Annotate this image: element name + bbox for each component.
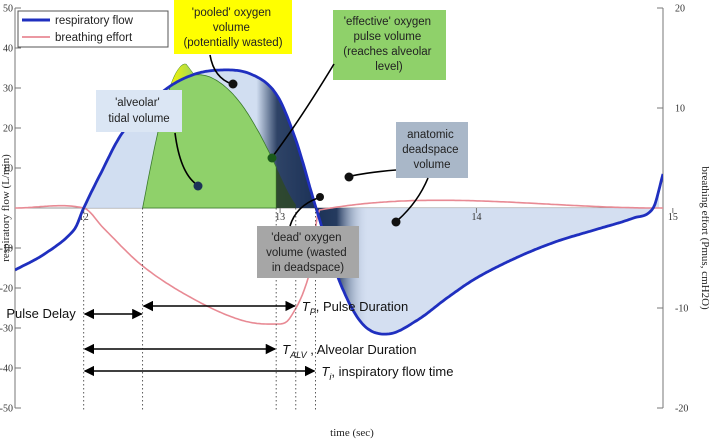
annotation-pooled-box [174,0,292,54]
y-tick-label: 10 [3,164,13,175]
legend-label-effort: breathing effort [55,32,133,44]
annotation-effective-text: 'effective' oxygen pulse volume (reaches… [343,16,434,73]
annotation-deadspace-dot-2 [391,217,401,227]
annotation-pooled-dot [228,79,238,89]
annotation-deadspace-dot-1 [344,172,354,182]
series-respiratory-flow-line [15,68,663,336]
interval-label: Pulse Delay [6,306,76,321]
annotation-deadspace-text: anatomic deadspace volume [402,129,461,171]
legend: respiratory flow breathing effort [17,10,169,48]
annotation-effective-dot [267,153,277,163]
y-tick-label: -10 [0,244,13,255]
annotation-dead-oxygen-box [257,226,359,278]
y2-axis-title: breathing effort (Pmus, cmH2O) [699,166,709,310]
x-axis-title: time (sec) [330,427,374,439]
x-tick-label: 13 [275,212,285,223]
interval-label: Ti, inspiratory flow time [321,364,453,382]
legend-box [17,10,169,48]
annotation-dead-oxygen-leader [289,197,319,227]
annotation-alveolar-text: 'alveolar' tidal volume [108,97,169,125]
region-dead-oxygen-volume [276,167,296,208]
y-tick-label: -40 [0,364,13,375]
y2-tick-label: 20 [675,4,685,15]
y2-tick-label: -20 [675,404,688,415]
y-tick-label: -30 [0,324,13,335]
y-axis-title: respiratory flow (L/min) [0,154,12,262]
interval-label: TALV , Alveolar Duration [282,342,416,360]
region-expiration [315,189,660,335]
y-tick-label: -20 [0,284,13,295]
y2-tick-label: -10 [675,304,688,315]
annotation-pooled-text: 'pooled' oxygen volume (potentially wast… [183,7,282,49]
y-tick-label: 40 [3,44,13,55]
y-tick-label: 30 [3,84,13,95]
annotation-alveolar-dot [193,181,203,191]
y-tick-label: 50 [3,4,13,15]
interval-label: TP, Pulse Duration [302,299,408,317]
annotation-alveolar-box [96,90,182,132]
y-tick-label: 20 [3,124,13,135]
series-breathing-effort-line [15,199,663,325]
annotation-effective-box [333,10,446,80]
annotation-deadspace-leader-1 [350,169,397,177]
annotation-alveolar-leader [174,132,197,185]
annotation-dead-oxygen: 'dead' oxygen volume (wasted in deadspac… [257,193,359,278]
annotation-effective-leader [272,63,335,157]
y2-tick-label: 10 [675,104,685,115]
legend-label-flow: respiratory flow [55,15,134,27]
annotation-alveolar: 'alveolar' tidal volume [96,90,203,191]
annotation-dead-oxygen-dot [316,193,324,201]
x-tick-label: 15 [668,212,678,223]
annotation-effective: 'effective' oxygen pulse volume (reaches… [267,10,446,163]
y-tick-label: -50 [0,404,13,415]
annotation-pooled: 'pooled' oxygen volume (potentially wast… [174,0,292,89]
annotation-dead-oxygen-text: 'dead' oxygen volume (wasted in deadspac… [266,232,350,274]
annotation-deadspace-leader-2 [397,177,429,221]
annotation-deadspace-box [396,122,468,178]
x-tick-label: 14 [471,212,481,223]
annotation-deadspace: anatomic deadspace volume [344,122,468,227]
series-lines [15,68,663,336]
